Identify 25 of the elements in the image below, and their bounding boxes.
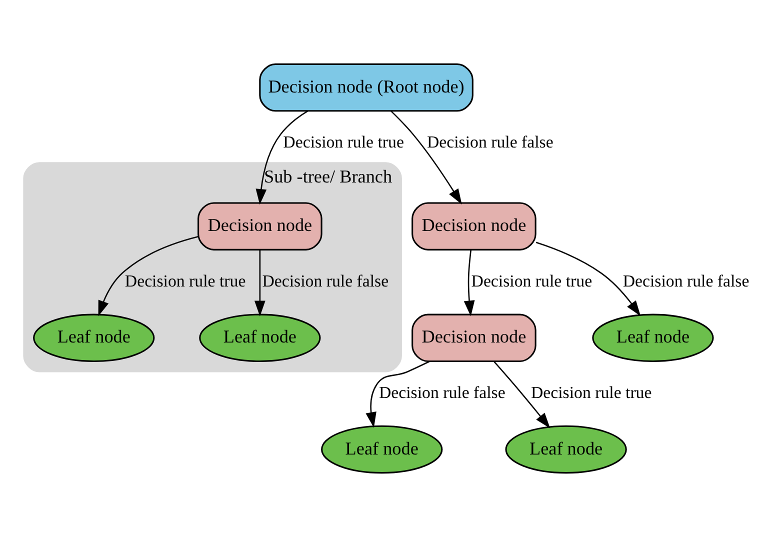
edge-label: Decision rule false	[426, 132, 554, 152]
arrow	[390, 110, 462, 204]
node-ellipse: Leaf node	[33, 313, 155, 362]
arrow	[366, 360, 430, 428]
edge-label: Decision rule true	[530, 382, 652, 402]
node-box: Decision node	[198, 202, 322, 250]
edge-label: Decision rule true	[283, 132, 404, 152]
arrow	[536, 241, 641, 316]
node-box: Decision node	[412, 313, 536, 362]
edge-label: Decision rule false	[622, 271, 750, 290]
arrow	[98, 236, 198, 316]
edge-label: Decision rule true	[124, 271, 246, 290]
arrow	[254, 250, 266, 316]
arrow	[494, 360, 550, 428]
node-ellipse: Leaf node	[199, 313, 321, 362]
node-box: Decision node	[412, 202, 536, 250]
node-ellipse: Leaf node	[592, 313, 714, 362]
edge-label: Decision rule false	[378, 382, 506, 402]
edge-label: Decision rule false	[262, 271, 389, 290]
node-ellipse: Leaf node	[505, 424, 627, 474]
arrow	[464, 249, 475, 316]
arrow	[256, 110, 308, 204]
edge-label: Decision rule true	[471, 271, 592, 290]
node-box: Decision node (Root node)	[259, 62, 474, 112]
node-ellipse: Leaf node	[321, 424, 443, 474]
